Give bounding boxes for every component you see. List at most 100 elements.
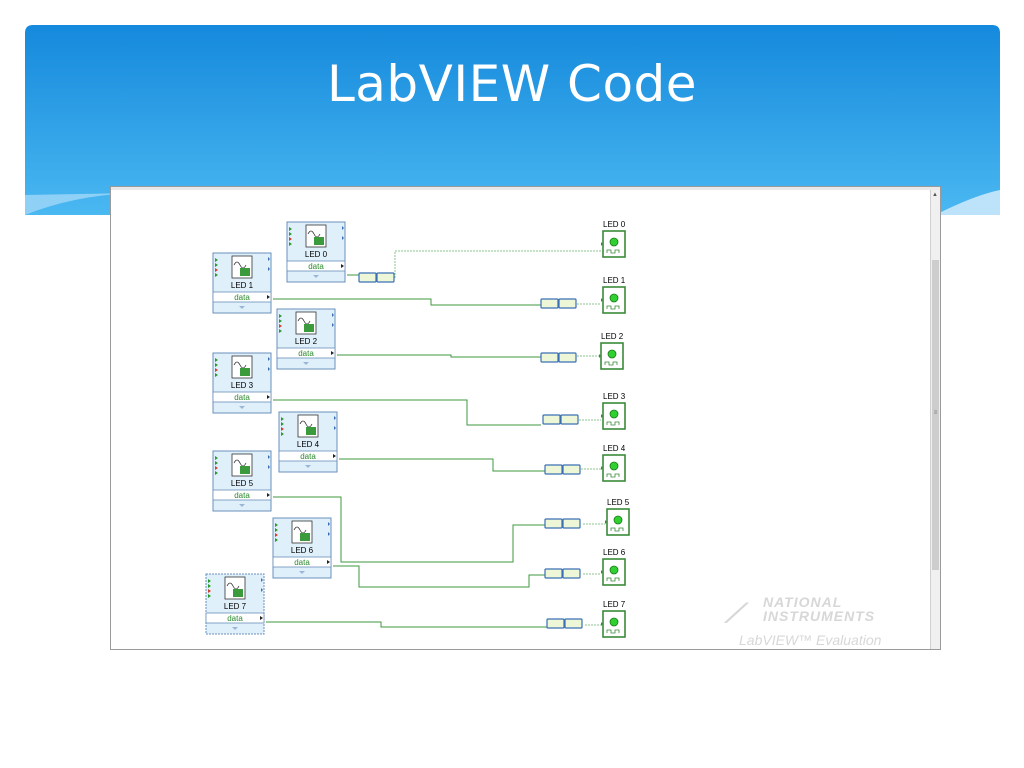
conversion-box-a: [540, 352, 559, 363]
boolean-icon: [606, 577, 620, 582]
output-field: [276, 347, 336, 359]
led-indicator-4[interactable]: LED 4: [601, 444, 626, 482]
conversion-node-6[interactable]: [544, 568, 581, 579]
input-terminal-icon: [289, 232, 292, 236]
input-terminal-icon: [601, 622, 603, 626]
conversion-box-a: [540, 298, 559, 309]
output-field: [272, 556, 332, 568]
input-terminal-icon: [208, 594, 211, 598]
output-arrow-icon: [327, 560, 330, 564]
watermark-brand-line1: NATIONAL: [763, 594, 843, 610]
input-terminal-icon: [599, 354, 601, 358]
input-terminal-icon: [281, 432, 284, 436]
conversion-node-7[interactable]: [546, 618, 583, 629]
output-arrow-icon: [341, 264, 344, 268]
input-terminal-icon: [208, 584, 211, 588]
input-terminal-icon: [215, 263, 218, 267]
boolean-icon: [606, 629, 620, 634]
waveform-icon: [233, 261, 247, 269]
input-terminal-icon: [215, 466, 218, 470]
input-terminal-icon: [215, 373, 218, 377]
led-indicator-7[interactable]: LED 7: [601, 600, 626, 638]
output-terminal-icon: [328, 532, 330, 536]
expand-icon: [239, 306, 245, 309]
scroll-up-arrow-icon[interactable]: ▲: [932, 192, 938, 198]
led-indicator-5[interactable]: LED 5: [605, 498, 630, 536]
output-terminal-icon: [268, 465, 270, 469]
vertical-scrollbar[interactable]: ▲ ≡: [930, 190, 940, 649]
indicator-label: LED 5: [607, 498, 630, 507]
indicator-label: LED 2: [601, 332, 624, 341]
subvi-label: LED 1: [231, 281, 254, 290]
led-indicator-3[interactable]: LED 3: [601, 392, 626, 430]
output-field: [212, 391, 272, 403]
output-field: [286, 260, 346, 272]
input-terminal-icon: [281, 422, 284, 426]
output-terminal-icon: [268, 257, 270, 261]
expand-icon: [299, 571, 305, 574]
expand-icon: [303, 362, 309, 365]
input-terminal-icon: [605, 520, 607, 524]
dashed-wire-0: [394, 250, 601, 278]
led-icon: [609, 617, 619, 627]
boolean-icon: [606, 305, 620, 310]
conversion-node-2[interactable]: [540, 352, 577, 363]
output-field: [278, 450, 338, 462]
input-terminal-icon: [281, 427, 284, 431]
subvi-output-label: data: [234, 491, 250, 500]
boolean-icon: [604, 361, 618, 366]
conversion-node-4[interactable]: [544, 464, 581, 475]
conversion-node-0[interactable]: [358, 272, 395, 283]
output-terminal-icon: [268, 357, 270, 361]
subvi-output-label: data: [234, 393, 250, 402]
ni-watermark: ⟋ NATIONAL INSTRUMENTS LabVIEW™ Evaluati…: [723, 592, 933, 649]
output-terminal-icon: [268, 455, 270, 459]
waveform-icon: [297, 317, 311, 325]
output-arrow-icon: [260, 616, 263, 620]
subvi-block-led-1[interactable]: LED 1 data: [212, 252, 272, 314]
scroll-thumb[interactable]: [932, 260, 939, 570]
led-indicator-2[interactable]: LED 2: [599, 332, 624, 370]
plug-icon: [306, 427, 316, 435]
led-indicator-6[interactable]: LED 6: [601, 548, 626, 586]
input-terminal-icon: [279, 329, 282, 333]
input-terminal-icon: [215, 268, 218, 272]
conversion-node-1[interactable]: [540, 298, 577, 309]
output-terminal-icon: [268, 367, 270, 371]
subvi-label: LED 7: [224, 602, 247, 611]
conversion-box-b: [564, 618, 583, 629]
conversion-node-5[interactable]: [544, 518, 581, 529]
input-terminal-icon: [215, 363, 218, 367]
input-terminal-icon: [275, 528, 278, 532]
indicator-label: LED 6: [603, 548, 626, 557]
input-terminal-icon: [279, 314, 282, 318]
input-terminal-icon: [601, 466, 603, 470]
wire-led-3: [273, 399, 541, 426]
subvi-output-label: data: [234, 293, 250, 302]
wire-led-5: [273, 496, 545, 563]
watermark-product: LabVIEW™ Evaluation Software: [739, 632, 882, 649]
led-indicator-1[interactable]: LED 1: [601, 276, 626, 314]
input-terminal-icon: [275, 533, 278, 537]
subvi-output-label: data: [300, 452, 316, 461]
subvi-label: LED 3: [231, 381, 254, 390]
conversion-box-b: [560, 414, 579, 425]
subvi-output-label: data: [294, 558, 310, 567]
conversion-node-3[interactable]: [542, 414, 579, 425]
wire-led-2: [337, 354, 541, 358]
expand-icon: [239, 504, 245, 507]
subvi-output-label: data: [298, 349, 314, 358]
input-terminal-icon: [215, 358, 218, 362]
conversion-box-a: [544, 568, 563, 579]
subvi-block-led-3[interactable]: LED 3 data: [212, 352, 272, 414]
output-terminal-icon: [328, 522, 330, 526]
led-indicator-0[interactable]: LED 0: [601, 220, 626, 258]
input-terminal-icon: [275, 523, 278, 527]
